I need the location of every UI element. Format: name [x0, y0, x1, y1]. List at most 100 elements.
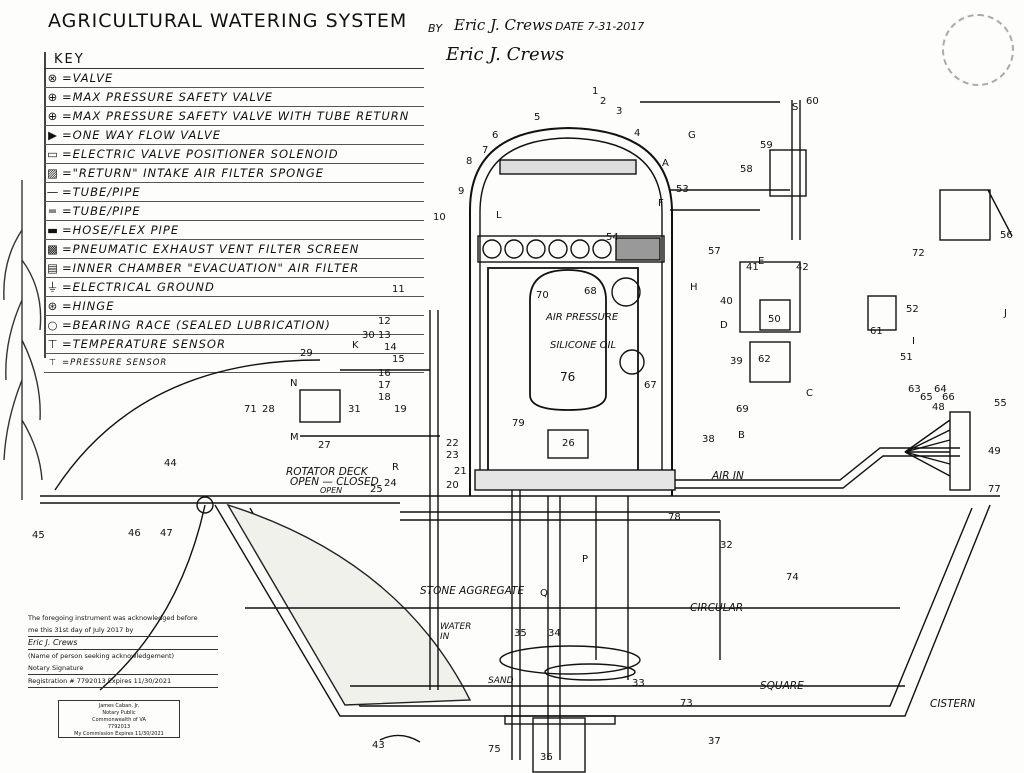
callout-32: 32	[720, 540, 733, 551]
key-item: ⊕=MAX PRESSURE SAFETY VALVE WITH TUBE RE…	[44, 107, 424, 126]
callout-17: 17	[378, 380, 391, 391]
sand-label: SAND	[488, 676, 514, 686]
letter-s: S	[792, 102, 799, 113]
key-item: ○=BEARING RACE (SEALED LUBRICATION)	[44, 316, 424, 335]
component-62	[749, 341, 791, 383]
callout-72: 72	[912, 248, 925, 259]
callout-35: 35	[514, 628, 527, 639]
callout-2: 2	[600, 96, 607, 107]
letter-j: J	[1004, 308, 1007, 319]
top-filter	[499, 159, 637, 175]
author-signature-secondary: Eric J. Crews	[446, 44, 565, 65]
hinge-47	[196, 496, 214, 514]
notary-line: me this 31st day of July 2017 by	[28, 624, 218, 637]
key-label: =BEARING RACE (SEALED LUBRICATION)	[62, 318, 331, 332]
callout-78: 78	[668, 512, 681, 523]
key-item: ═=TUBE/PIPE	[44, 202, 424, 221]
evacuation-filter-icon: ▤	[47, 261, 59, 275]
solenoid-icon: ▭	[47, 147, 59, 161]
callout-75: 75	[488, 744, 501, 755]
callout-42: 42	[796, 262, 809, 273]
letter-c: C	[806, 388, 813, 399]
key-label: =HOSE/FLEX PIPE	[62, 223, 180, 237]
cistern-label: CISTERN	[930, 698, 976, 710]
key-label: =MAX PRESSURE SAFETY VALVE WITH TUBE RET…	[62, 109, 410, 123]
pump-35	[499, 645, 641, 675]
stamp-line: Notary Public	[102, 710, 136, 716]
key-label: =TUBE/PIPE	[62, 185, 141, 199]
callout-6: 6	[492, 130, 499, 141]
bottom-wave	[379, 734, 421, 743]
callout-41: 41	[746, 262, 759, 273]
callout-1: 1	[592, 86, 599, 97]
notary-signature-label: Notary Signature	[28, 662, 218, 675]
bearing-icon: ○	[47, 318, 59, 332]
one-way-valve-icon: ▶	[48, 128, 58, 142]
callout-33: 33	[632, 678, 645, 689]
safety-valve-icon: ⊕	[47, 90, 59, 104]
key-border	[44, 52, 46, 358]
letter-l: L	[496, 210, 502, 221]
letter-i: I	[912, 336, 915, 347]
safety-valve-return-icon: ⊕	[47, 109, 59, 123]
callout-67: 67	[644, 380, 657, 391]
callout-74: 74	[786, 572, 799, 583]
callout-19: 19	[394, 404, 407, 415]
byline: BY	[428, 22, 443, 35]
callout-79: 79	[512, 418, 525, 429]
rotator-arc	[54, 359, 321, 491]
key-label: =VALVE	[62, 71, 114, 85]
filter-sponge-icon: ▨	[47, 166, 59, 180]
silicone-oil-tank	[529, 269, 607, 411]
aggregate-region	[226, 503, 472, 706]
callout-47: 47	[160, 528, 173, 539]
stamp-line: James Caban, Jr.	[98, 703, 140, 709]
valve-icon: ⊗	[47, 71, 59, 85]
key-item: ▭=ELECTRIC VALVE POSITIONER SOLENOID	[44, 145, 424, 164]
cistern-outer	[214, 504, 991, 717]
component-26	[547, 429, 589, 459]
callout-16: 16	[378, 368, 391, 379]
callout-9: 9	[458, 186, 465, 197]
drawing-date: DATE 7-31-2017	[555, 20, 645, 33]
letter-p: P	[582, 554, 589, 565]
key-heading: KEY	[44, 52, 424, 69]
stamp-line: Commonwealth of VA	[92, 717, 146, 723]
ground-icon: ⏚	[46, 280, 60, 294]
key-item: ▩=PNEUMATIC EXHAUST VENT FILTER SCREEN	[44, 240, 424, 259]
callout-25: 25	[370, 484, 383, 495]
callout-61: 61	[870, 326, 883, 337]
callout-12: 12	[378, 316, 391, 327]
connector-49	[949, 411, 971, 491]
fan-row	[482, 239, 612, 259]
key-item: ▤=INNER CHAMBER "EVACUATION" AIR FILTER	[44, 259, 424, 278]
callout-51: 51	[900, 352, 913, 363]
open-label: OPEN	[320, 486, 343, 495]
air-pressure-label: AIR PRESSURE	[546, 312, 619, 323]
callout-55: 55	[994, 398, 1007, 409]
tube-icon: ═	[49, 204, 57, 218]
letter-q: Q	[540, 588, 548, 599]
notary-registration: Registration # 7792013 Expires 11/30/202…	[28, 675, 218, 688]
callout-54: 54	[606, 232, 619, 243]
callout-44: 44	[164, 458, 177, 469]
letter-a: A	[662, 158, 669, 169]
callout-39: 39	[730, 356, 743, 367]
callout-7: 7	[482, 145, 489, 156]
callout-48: 48	[932, 402, 945, 413]
letter-g: G	[688, 130, 696, 141]
letter-k: K	[352, 340, 359, 351]
notary-signer: Eric J. Crews	[28, 637, 218, 650]
notary-line: The foregoing instrument was acknowledge…	[28, 614, 198, 622]
legend-key: KEY ⊗=VALVE ⊕=MAX PRESSURE SAFETY VALVE …	[44, 52, 424, 373]
key-label: =ELECTRIC VALVE POSITIONER SOLENOID	[62, 147, 339, 161]
callout-26: 26	[562, 438, 575, 449]
notary-caption: (Name of person seeking acknowledgement)	[28, 652, 175, 660]
callout-40: 40	[720, 296, 733, 307]
temperature-sensor-icon: ⊤	[47, 337, 59, 351]
callout-60: 60	[806, 96, 819, 107]
tube-icon: —	[46, 185, 60, 199]
callout-65: 65	[920, 392, 933, 403]
base-platform	[474, 469, 676, 491]
key-item: ▬=HOSE/FLEX PIPE	[44, 221, 424, 240]
